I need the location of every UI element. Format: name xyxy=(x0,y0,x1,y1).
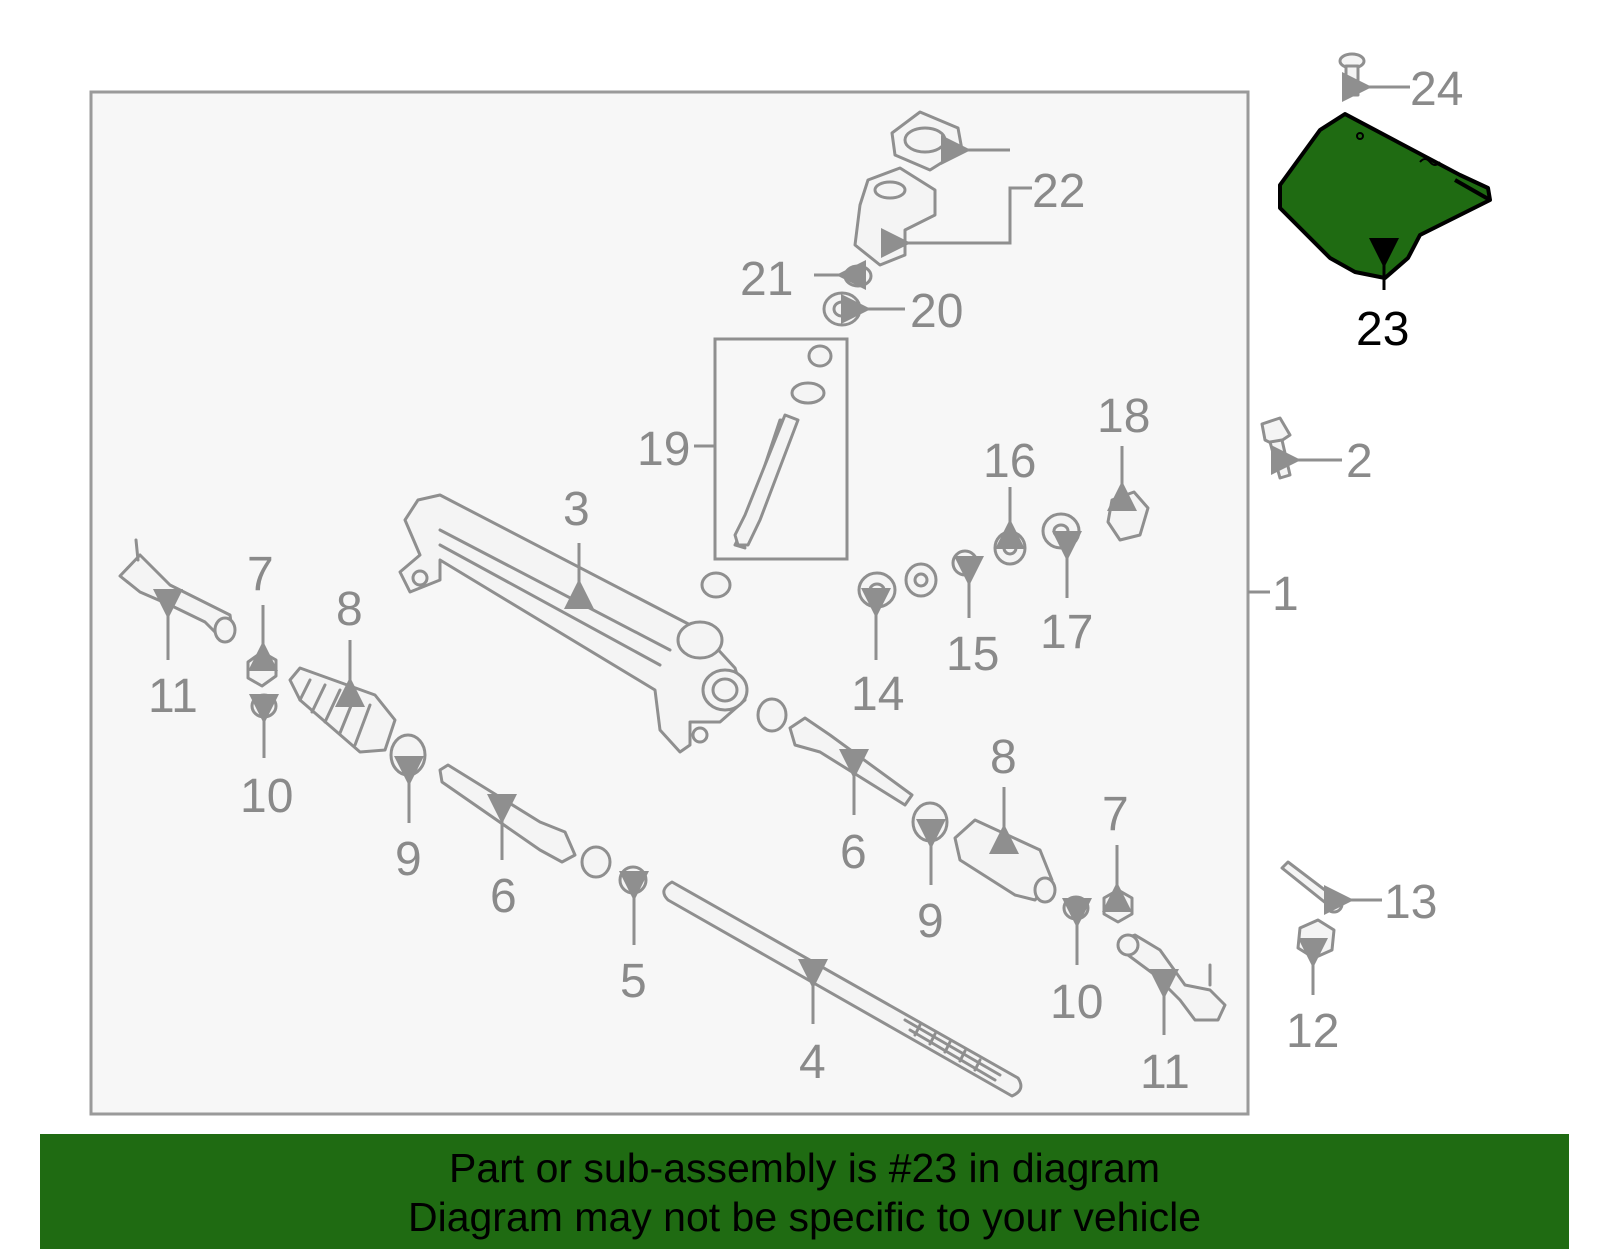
label-4: 4 xyxy=(799,1036,826,1089)
label-23: 23 xyxy=(1356,303,1409,356)
part-9-ring-left[interactable] xyxy=(389,733,427,777)
part-19-box xyxy=(713,337,849,561)
part-17-bushing[interactable] xyxy=(1041,512,1081,550)
info-banner: Part or sub-assembly is #23 in diagram D… xyxy=(40,1134,1569,1249)
part-21-washer[interactable] xyxy=(843,264,873,288)
label-18: 18 xyxy=(1097,390,1150,443)
label-24: 24 xyxy=(1410,63,1463,116)
part-16-washer[interactable] xyxy=(993,530,1027,566)
label-6a: 6 xyxy=(490,870,517,923)
label-8a: 8 xyxy=(336,583,363,636)
label-6b: 6 xyxy=(840,826,867,879)
label-10b: 10 xyxy=(1050,976,1103,1029)
part-19-pinion[interactable] xyxy=(733,344,833,550)
part-10-clip-left[interactable] xyxy=(250,693,278,719)
banner-disclaimer: Diagram may not be specific to your vehi… xyxy=(407,1194,1201,1240)
label-14: 14 xyxy=(851,668,904,721)
label-17: 17 xyxy=(1040,606,1093,659)
part-bushing-small[interactable] xyxy=(700,571,732,599)
part-23-heat-shield[interactable] xyxy=(1278,112,1492,280)
label-8b: 8 xyxy=(990,731,1017,784)
label-21: 21 xyxy=(740,253,793,306)
label-11a: 11 xyxy=(148,670,198,723)
label-15: 15 xyxy=(946,628,999,681)
assembly-frame xyxy=(89,90,1250,1116)
part-5-clip[interactable] xyxy=(618,865,648,895)
part-bushing-b[interactable] xyxy=(904,562,938,598)
label-2: 2 xyxy=(1346,435,1373,488)
part-8-boot-left[interactable] xyxy=(288,666,397,754)
part-ring-right-a[interactable] xyxy=(756,697,788,733)
part-14-bushing[interactable] xyxy=(857,571,897,609)
label-5: 5 xyxy=(620,955,647,1008)
part-8-boot-right[interactable] xyxy=(953,818,1057,904)
part-4-rack-bar[interactable] xyxy=(662,880,1023,1098)
label-16: 16 xyxy=(983,435,1036,488)
part-20-seal[interactable] xyxy=(822,291,862,327)
part-15-bushing[interactable] xyxy=(951,549,979,577)
part-3-rack-housing[interactable] xyxy=(398,493,749,754)
part-7-nut-right[interactable] xyxy=(1102,888,1134,924)
label-22: 22 xyxy=(1032,165,1085,218)
label-3: 3 xyxy=(563,483,590,536)
part-18-nut[interactable] xyxy=(1106,490,1150,542)
part-9-ring-right[interactable] xyxy=(911,801,949,843)
part-2-bolt[interactable] xyxy=(1260,416,1292,480)
label-7a: 7 xyxy=(247,548,274,601)
banner-highlight-note: Part or sub-assembly is #23 in diagram xyxy=(449,1145,1160,1191)
part-13-bolt[interactable] xyxy=(1280,860,1344,914)
label-1: 1 xyxy=(1272,568,1299,621)
part-24-bolt[interactable] xyxy=(1338,52,1366,97)
label-13: 13 xyxy=(1384,876,1437,929)
label-9a: 9 xyxy=(395,833,422,886)
label-11b: 11 xyxy=(1140,1046,1190,1099)
part-10-clip-right[interactable] xyxy=(1062,895,1090,921)
label-19: 19 xyxy=(637,423,690,476)
label-10a: 10 xyxy=(240,770,293,823)
part-12-nut[interactable] xyxy=(1296,918,1336,960)
leader-lines xyxy=(153,72,1410,1035)
label-7b: 7 xyxy=(1102,788,1129,841)
part-ring-left-b[interactable] xyxy=(580,845,612,879)
label-12: 12 xyxy=(1286,1005,1339,1058)
label-9b: 9 xyxy=(917,895,944,948)
label-20: 20 xyxy=(910,285,963,338)
callout-labels: 1 2 3 4 5 6 6 7 7 8 8 9 9 10 10 11 11 12… xyxy=(148,63,1463,1099)
